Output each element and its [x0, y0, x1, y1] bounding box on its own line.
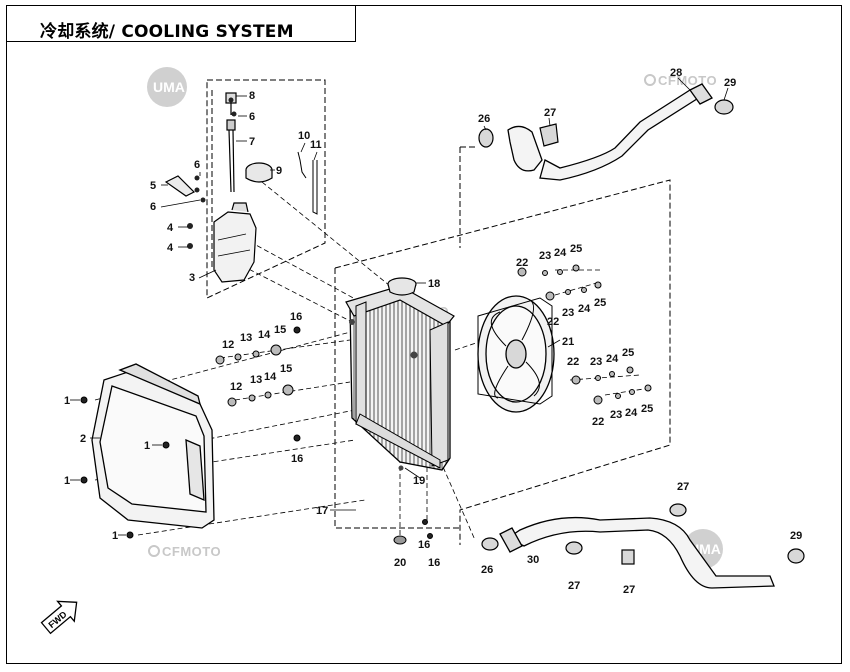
callout-number-14: 14: [258, 329, 271, 341]
callout-number-9: 9: [276, 165, 282, 177]
reservoir-cap: [245, 162, 273, 183]
group-outlines: [206, 79, 671, 545]
radiator-group-outline-left: [334, 268, 460, 529]
hose-clamps-bottom: [481, 503, 805, 565]
hose-clamps-top: [478, 99, 734, 148]
bracket-5: [164, 175, 196, 197]
title-box: 冷却系统/ COOLING SYSTEM: [6, 5, 356, 42]
callout-number-22: 22: [567, 356, 579, 368]
uma-watermark-top: UMA: [147, 67, 187, 107]
callout-number-13: 13: [240, 332, 252, 344]
callout-number-23: 23: [610, 409, 622, 421]
callout-number-29: 29: [790, 530, 802, 542]
callout-number-6: 6: [150, 201, 156, 213]
callout-number-26: 26: [478, 113, 490, 125]
small-bolts-reservoir: [187, 97, 237, 249]
coolant-reservoir: [213, 202, 257, 283]
callout-number-10: 10: [298, 130, 310, 142]
callout-number-7: 7: [249, 136, 255, 148]
drawing-frame: [6, 5, 842, 664]
callout-number-27: 27: [677, 481, 689, 493]
upper-hose: [507, 83, 713, 181]
callout-number-22: 22: [547, 316, 559, 328]
callout-number-14: 14: [264, 371, 277, 383]
callout-number-17: 17: [316, 505, 328, 517]
callout-number-24: 24: [554, 247, 567, 259]
callout-number-11: 11: [310, 139, 322, 151]
callout-number-15: 15: [274, 324, 286, 336]
callout-number-18: 18: [428, 278, 440, 290]
callout-number-25: 25: [641, 403, 653, 415]
callout-number-25: 25: [570, 243, 582, 255]
callout-number-27: 27: [568, 580, 580, 592]
callout-number-27: 27: [544, 107, 556, 119]
hardware-items: [80, 264, 652, 545]
callout-number-1: 1: [64, 395, 70, 407]
callout-number-5: 5: [150, 180, 156, 192]
callout-number-19: 19: [413, 475, 425, 487]
fwd-direction-arrow: FWD: [40, 600, 78, 635]
callout-number-23: 23: [562, 307, 574, 319]
callout-number-16: 16: [291, 453, 303, 465]
cfmoto-watermark-text: CFMOTO: [162, 544, 221, 559]
callout-number-24: 24: [606, 353, 619, 365]
callout-number-26: 26: [481, 564, 493, 576]
page-title: 冷却系统/ COOLING SYSTEM: [40, 22, 294, 42]
cfmoto-watermark-bottom: CFMOTO: [148, 544, 221, 559]
callout-number-20: 20: [394, 557, 406, 569]
callout-number-16: 16: [290, 311, 302, 323]
callout-number-23: 23: [539, 250, 551, 262]
radiator: [345, 285, 455, 471]
callout-number-6: 6: [194, 159, 200, 171]
callout-number-24: 24: [578, 303, 591, 315]
overflow-tube: [297, 151, 318, 215]
callout-number-4: 4: [167, 222, 174, 234]
cooling-fan: [477, 295, 555, 413]
radiator-shroud: [91, 363, 215, 529]
callout-number-1: 1: [64, 475, 70, 487]
callout-number-3: 3: [189, 272, 195, 284]
callout-number-30: 30: [527, 554, 539, 566]
callout-number-23: 23: [590, 356, 602, 368]
lower-hose: [499, 516, 775, 589]
callout-number-12: 12: [222, 339, 234, 351]
callout-number-1: 1: [112, 530, 118, 542]
callout-number-27: 27: [623, 584, 635, 596]
callout-number-25: 25: [594, 297, 606, 309]
uma-watermark-text: UMA: [153, 79, 185, 95]
callout-leaders: [70, 77, 729, 536]
callout-number-21: 21: [562, 336, 574, 348]
callout-number-22: 22: [516, 257, 528, 269]
callout-number-16: 16: [428, 557, 440, 569]
callout-number-4: 4: [167, 242, 174, 254]
callout-number-22: 22: [592, 416, 604, 428]
callout-number-15: 15: [280, 363, 292, 375]
callout-number-12: 12: [230, 381, 242, 393]
callout-number-29: 29: [724, 77, 736, 89]
radiator-fan-group-outline: [334, 179, 671, 545]
reservoir-group-outline: [206, 79, 326, 299]
callout-number-16: 16: [418, 539, 430, 551]
radiator-cap: [387, 277, 417, 296]
callout-number-25: 25: [622, 347, 634, 359]
callout-number-28: 28: [670, 67, 682, 79]
callout-number-24: 24: [625, 407, 638, 419]
callout-number-8: 8: [249, 90, 255, 102]
callout-number-13: 13: [250, 374, 262, 386]
callout-number-1: 1: [144, 440, 150, 452]
callout-number-6: 6: [249, 111, 255, 123]
dipstick-tube: [225, 92, 237, 193]
cfmoto-watermark-text: CFMOTO: [658, 73, 717, 88]
callout-number-2: 2: [80, 433, 86, 445]
